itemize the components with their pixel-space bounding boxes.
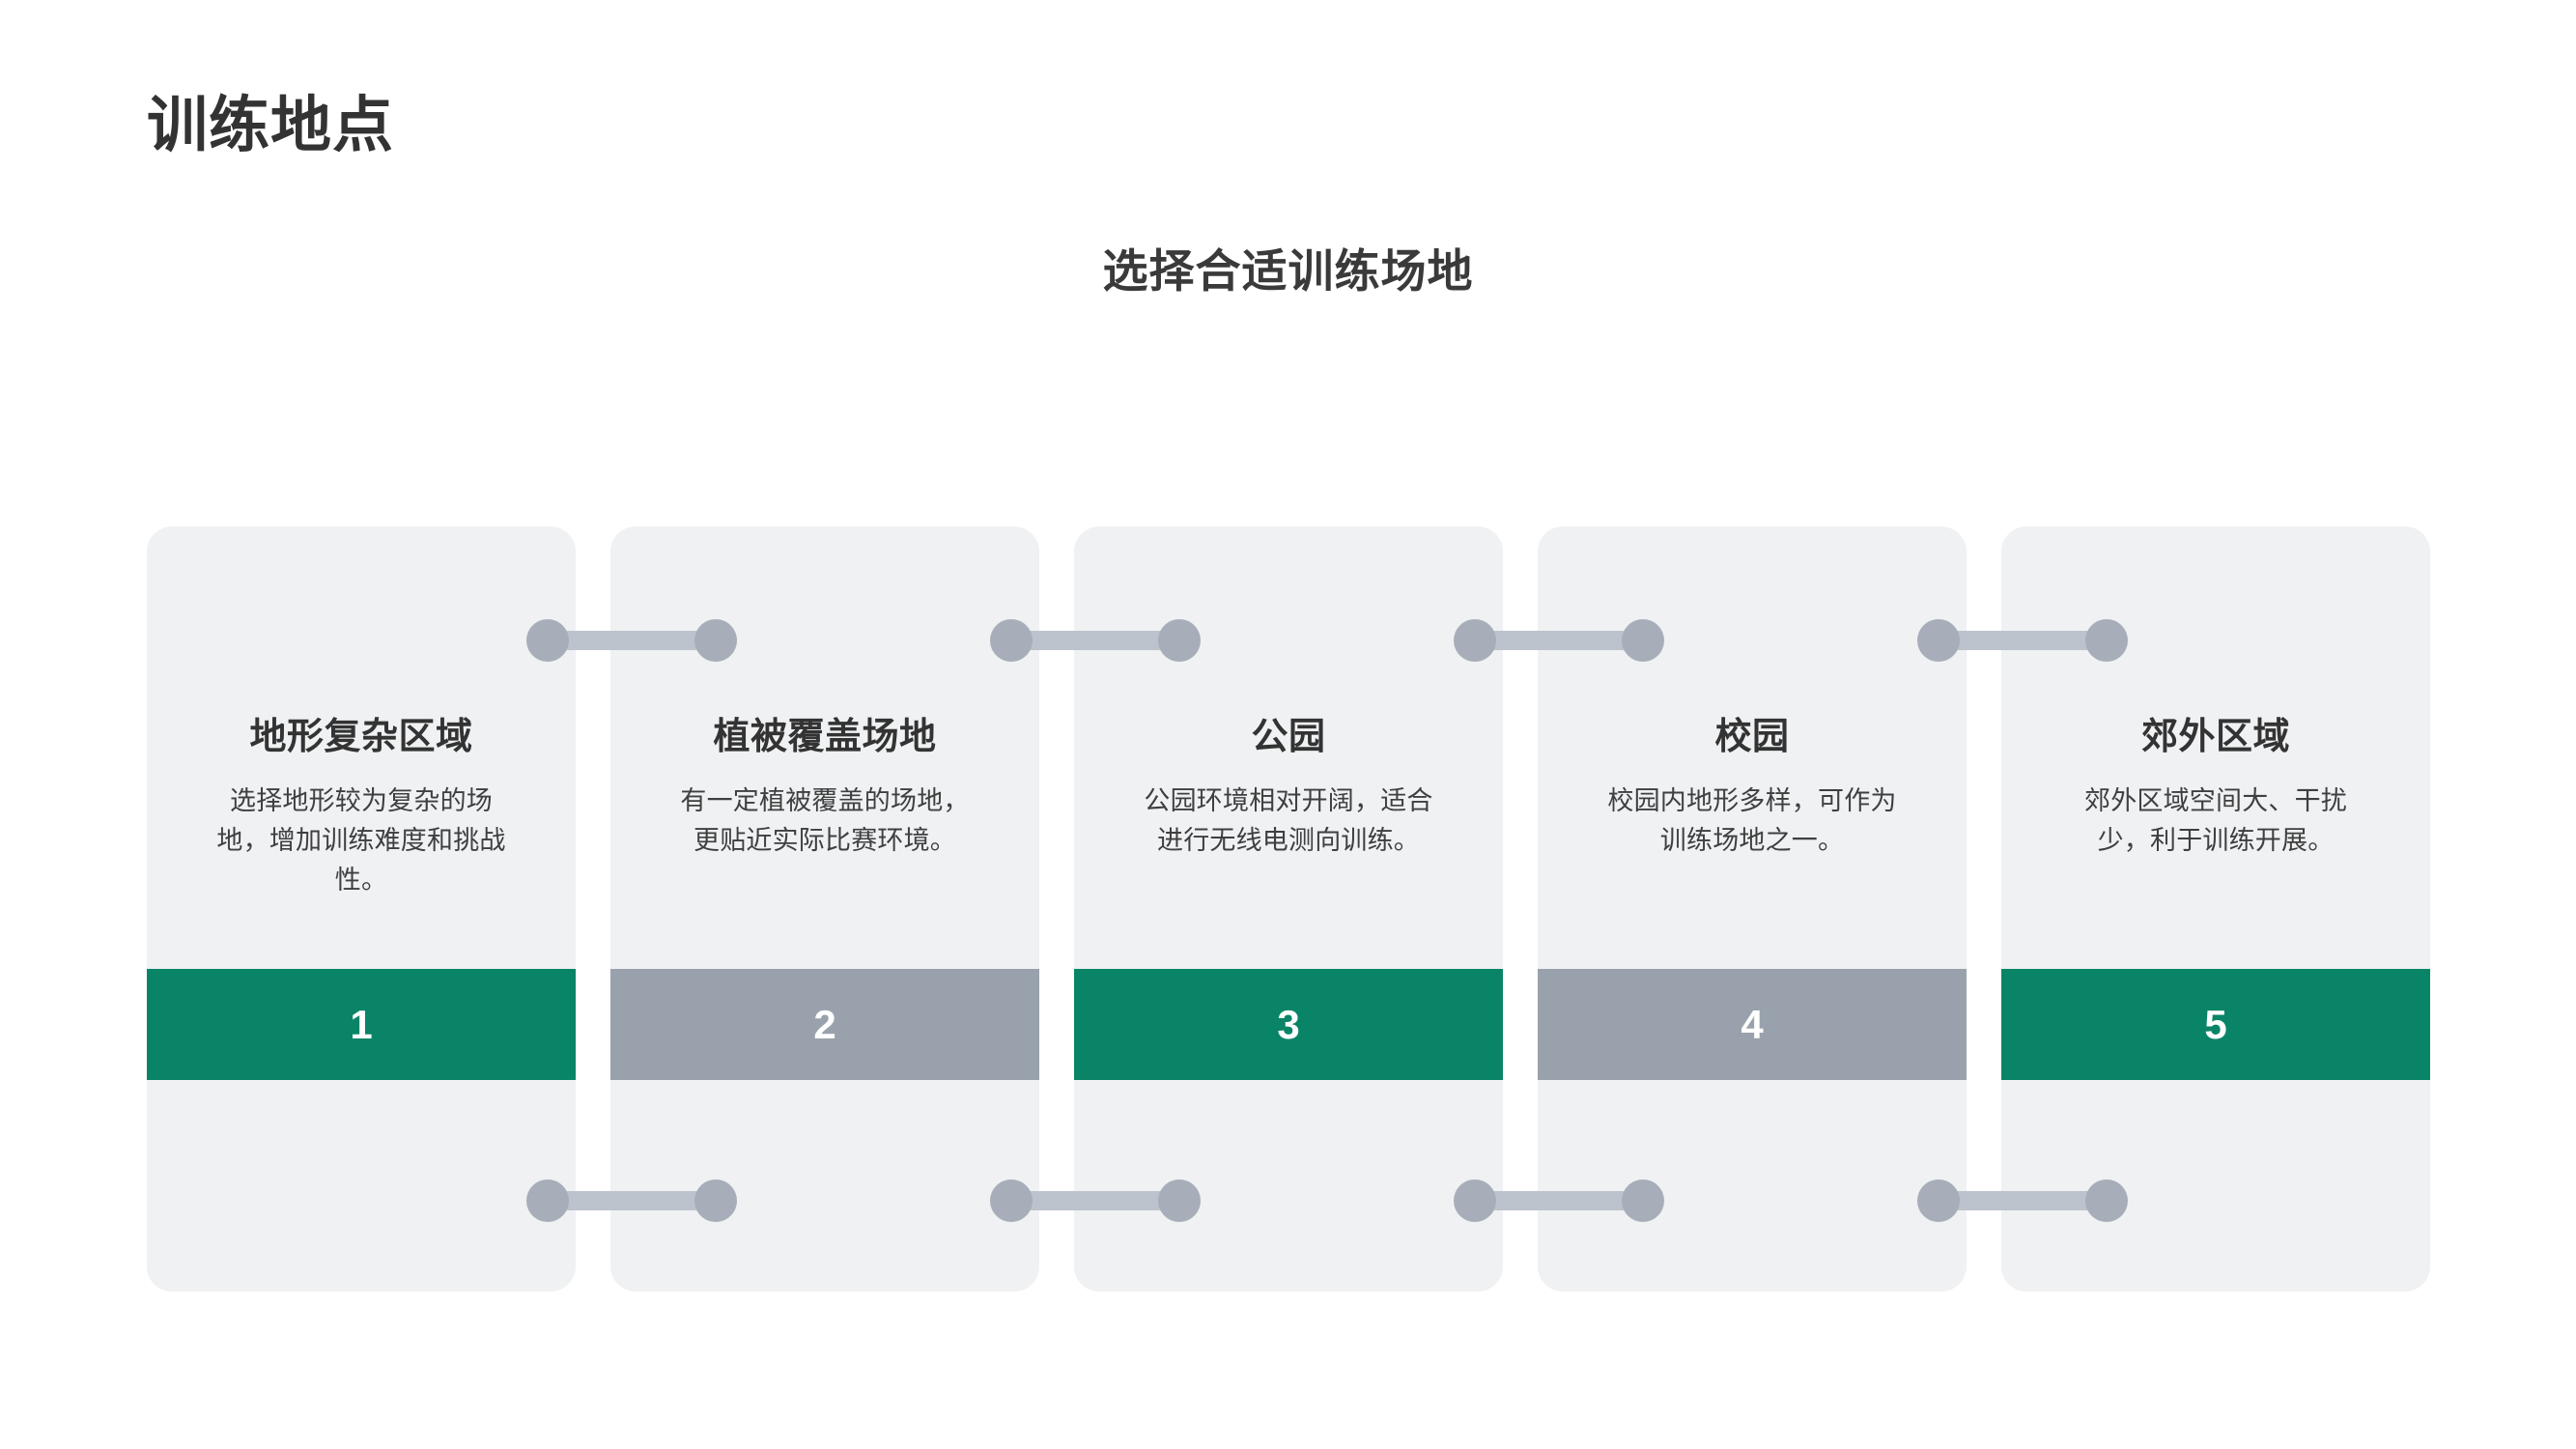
card-title: 地形复杂区域 <box>249 717 473 757</box>
card-description: 校园内地形多样，可作为训练场地之一。 <box>1607 785 1897 855</box>
card-number-badge: 4 <box>1538 969 1967 1080</box>
card-title: 校园 <box>1714 717 1790 757</box>
card-number-badge: 1 <box>147 969 576 1080</box>
card-number-badge: 5 <box>2001 969 2430 1080</box>
card-number-badge: 3 <box>1074 969 1503 1080</box>
location-card-3[interactable]: 公园 公园环境相对开阔，适合进行无线电测向训练。 3 <box>1074 526 1503 1292</box>
location-card-5[interactable]: 郊外区域 郊外区域空间大、干扰少，利于训练开展。 5 <box>2001 526 2430 1292</box>
card-description: 公园环境相对开阔，适合进行无线电测向训练。 <box>1144 785 1433 855</box>
card-title: 公园 <box>1251 717 1326 757</box>
card-description: 有一定植被覆盖的场地，更贴近实际比赛环境。 <box>680 785 970 855</box>
card-description: 选择地形较为复杂的场地，增加训练难度和挑战性。 <box>216 785 506 895</box>
location-card-2[interactable]: 植被覆盖场地 有一定植被覆盖的场地，更贴近实际比赛环境。 2 <box>610 526 1039 1292</box>
card-number-badge: 2 <box>610 969 1039 1080</box>
card-title: 郊外区域 <box>2140 717 2290 757</box>
card-strip: 地形复杂区域 选择地形较为复杂的场地，增加训练难度和挑战性。 1 植被覆盖场地 … <box>147 526 2430 1292</box>
location-card-1[interactable]: 地形复杂区域 选择地形较为复杂的场地，增加训练难度和挑战性。 1 <box>147 526 576 1292</box>
card-title: 植被覆盖场地 <box>713 717 937 757</box>
location-card-4[interactable]: 校园 校园内地形多样，可作为训练场地之一。 4 <box>1538 526 1967 1292</box>
page-subtitle: 选择合适训练场地 <box>1102 245 1474 297</box>
card-description: 郊外区域空间大、干扰少，利于训练开展。 <box>2084 785 2347 855</box>
page-title: 训练地点 <box>147 92 394 159</box>
